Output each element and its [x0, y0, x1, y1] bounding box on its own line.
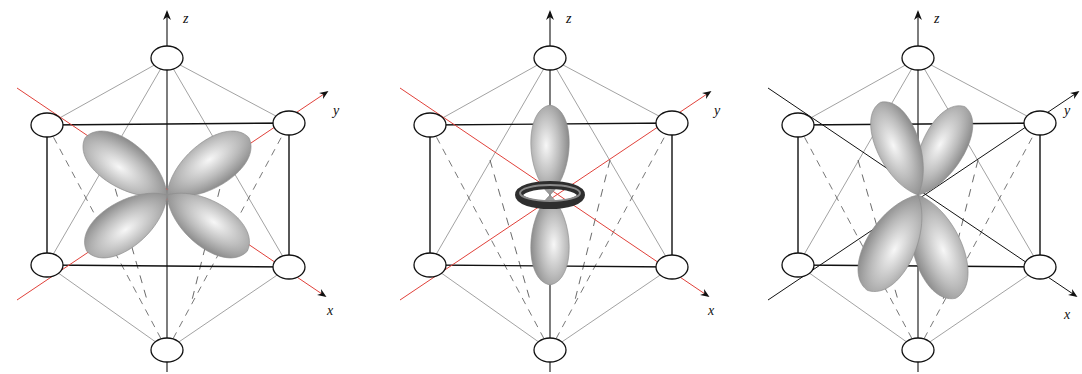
ligand-circle [273, 255, 305, 279]
axis-label: z [566, 12, 571, 26]
axis-label: x [708, 304, 714, 318]
octahedron-edge [47, 265, 167, 350]
ligand-circle [273, 111, 305, 135]
ligand-circle [902, 46, 934, 70]
x-axis [400, 88, 708, 296]
ligand-circle [782, 113, 814, 137]
axis-label: z [934, 12, 939, 26]
orbital-panel [768, 12, 1078, 372]
axis-label: y [1064, 104, 1070, 118]
orbital-panel [400, 12, 710, 372]
ligand-circle [656, 111, 688, 135]
axis-label: y [333, 104, 339, 118]
axis-label: x [1064, 308, 1070, 322]
hidden-edge [575, 160, 610, 300]
y-axis [17, 92, 327, 300]
ligand-circle [534, 46, 566, 70]
orbital-torus-highlight [520, 185, 580, 201]
ligand-circle [656, 255, 688, 279]
ligand-circle [902, 338, 934, 362]
ligand-circle [534, 338, 566, 362]
x-axis [17, 88, 325, 296]
ligand-circle [414, 253, 446, 277]
d-orbital [519, 105, 581, 285]
ligand-circle [151, 338, 183, 362]
octahedron-edge [167, 58, 289, 123]
orbital-lobe [846, 183, 940, 301]
orbital-torus [519, 185, 581, 205]
octahedron-edge [550, 267, 672, 350]
octahedron-edge [430, 265, 550, 350]
ligand-circle [1024, 111, 1056, 135]
orbital-lobe [73, 176, 180, 270]
axis-label: y [714, 104, 720, 118]
y-axis [400, 92, 710, 300]
orbital-panel [17, 12, 327, 372]
axis-label: x [327, 304, 333, 318]
orbital-lobe [861, 94, 938, 203]
d-orbital [72, 119, 262, 270]
ligand-circle [31, 253, 63, 277]
orbital-lobe [154, 176, 261, 270]
axis-label: z [183, 12, 188, 26]
ligand-circle [782, 253, 814, 277]
octahedron-edge [47, 58, 167, 125]
ligand-circle [31, 113, 63, 137]
hidden-edge [490, 160, 530, 300]
ligand-circle [1024, 255, 1056, 279]
octahedron-edge [430, 58, 550, 125]
d-orbital [846, 94, 984, 307]
octahedron-edge [550, 58, 672, 123]
octahedron-edge [167, 267, 289, 350]
octahedron-edge [798, 265, 918, 350]
ligand-circle [414, 113, 446, 137]
ligand-circle [151, 46, 183, 70]
octahedron-edge [918, 58, 1040, 123]
